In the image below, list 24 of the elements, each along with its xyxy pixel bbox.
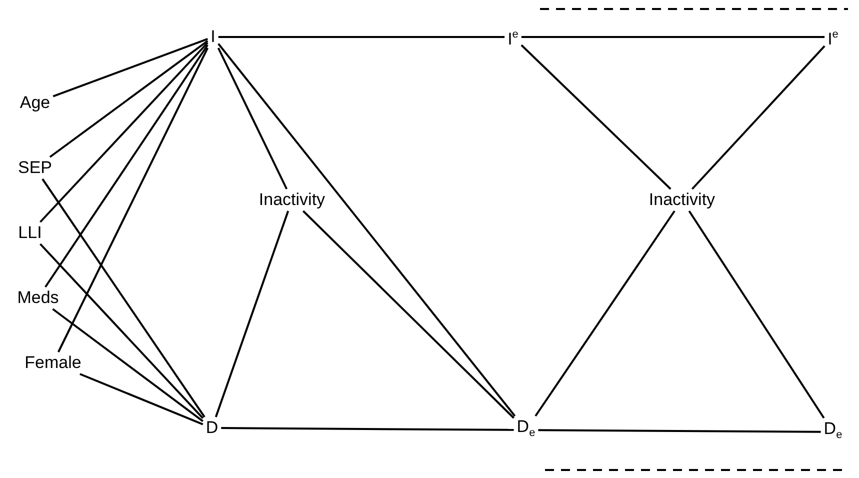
connector-line xyxy=(691,45,826,190)
connector-line xyxy=(218,43,516,417)
connector-line xyxy=(52,308,204,422)
connector-line xyxy=(221,427,514,431)
connector-line xyxy=(42,178,206,418)
connector-line xyxy=(538,429,821,433)
connector-line xyxy=(217,48,288,190)
variable-label: Inactivity xyxy=(648,190,716,210)
connector-line xyxy=(58,48,209,352)
connector-line xyxy=(520,44,672,190)
connector-line xyxy=(80,373,204,426)
connector-line xyxy=(688,210,825,419)
connector-line xyxy=(44,44,208,288)
variable-label: Age xyxy=(18,93,52,113)
connector-line xyxy=(40,42,208,223)
connector-line xyxy=(534,210,676,417)
connector-line xyxy=(521,36,825,38)
connector-line xyxy=(214,210,290,418)
connector-line xyxy=(40,243,204,419)
variable-label: Inactivity xyxy=(258,190,326,210)
connector-line xyxy=(218,36,505,38)
connector-line xyxy=(49,40,208,158)
connector-line xyxy=(302,210,514,419)
connector-line xyxy=(52,38,208,98)
